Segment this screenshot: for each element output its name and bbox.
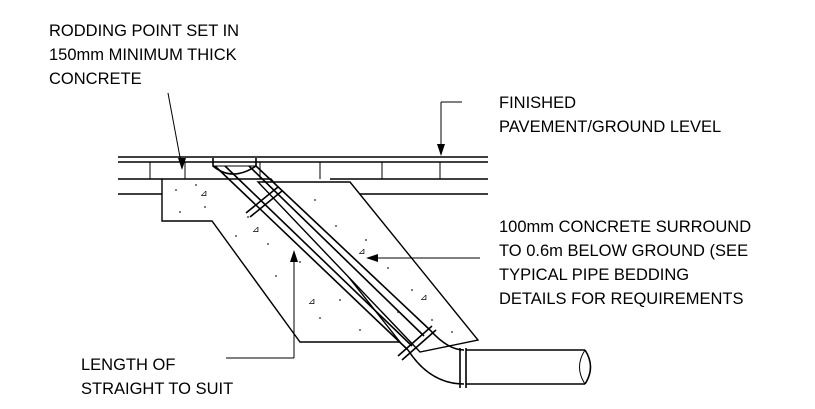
concrete-speckles: ⊿ ⊿ ⊿ ⊿ ⊿ [175, 184, 453, 333]
label-finished-level: FINISHED PAVEMENT/GROUND LEVEL [499, 94, 721, 136]
label-length-line-1: LENGTH OF [81, 356, 175, 374]
svg-text:⊿: ⊿ [308, 296, 316, 306]
leader-lines [167, 92, 480, 359]
label-rodding-line-2: 150mm MINIMUM THICK [49, 46, 237, 64]
label-rodding-line-3: CONCRETE [49, 70, 142, 88]
label-finished-line-2: PAVEMENT/GROUND LEVEL [499, 118, 721, 136]
label-rodding-line-1: RODDING POINT SET IN [49, 22, 239, 40]
label-finished-line-1: FINISHED [499, 94, 576, 112]
label-surround-line-4: DETAILS FOR REQUIREMENTS [499, 290, 743, 308]
svg-text:⊿: ⊿ [358, 246, 366, 256]
pipe [212, 158, 592, 388]
label-surround-line-3: TYPICAL PIPE BEDDING [499, 266, 689, 284]
label-length-of-straight: LENGTH OF STRAIGHT TO SUIT [81, 356, 233, 398]
label-length-line-2: STRAIGHT TO SUIT [81, 380, 233, 398]
rodding-point-concrete: ⊿ ⊿ ⊿ ⊿ ⊿ [161, 178, 480, 353]
svg-text:⊿: ⊿ [252, 224, 260, 234]
label-concrete-surround: 100mm CONCRETE SURROUND TO 0.6m BELOW GR… [499, 218, 751, 308]
label-rodding-point: RODDING POINT SET IN 150mm MINIMUM THICK… [49, 22, 239, 88]
svg-text:⊿: ⊿ [420, 292, 428, 302]
svg-text:⊿: ⊿ [200, 188, 208, 198]
label-surround-line-2: TO 0.6m BELOW GROUND (SEE [499, 242, 748, 260]
label-surround-line-1: 100mm CONCRETE SURROUND [499, 218, 751, 236]
